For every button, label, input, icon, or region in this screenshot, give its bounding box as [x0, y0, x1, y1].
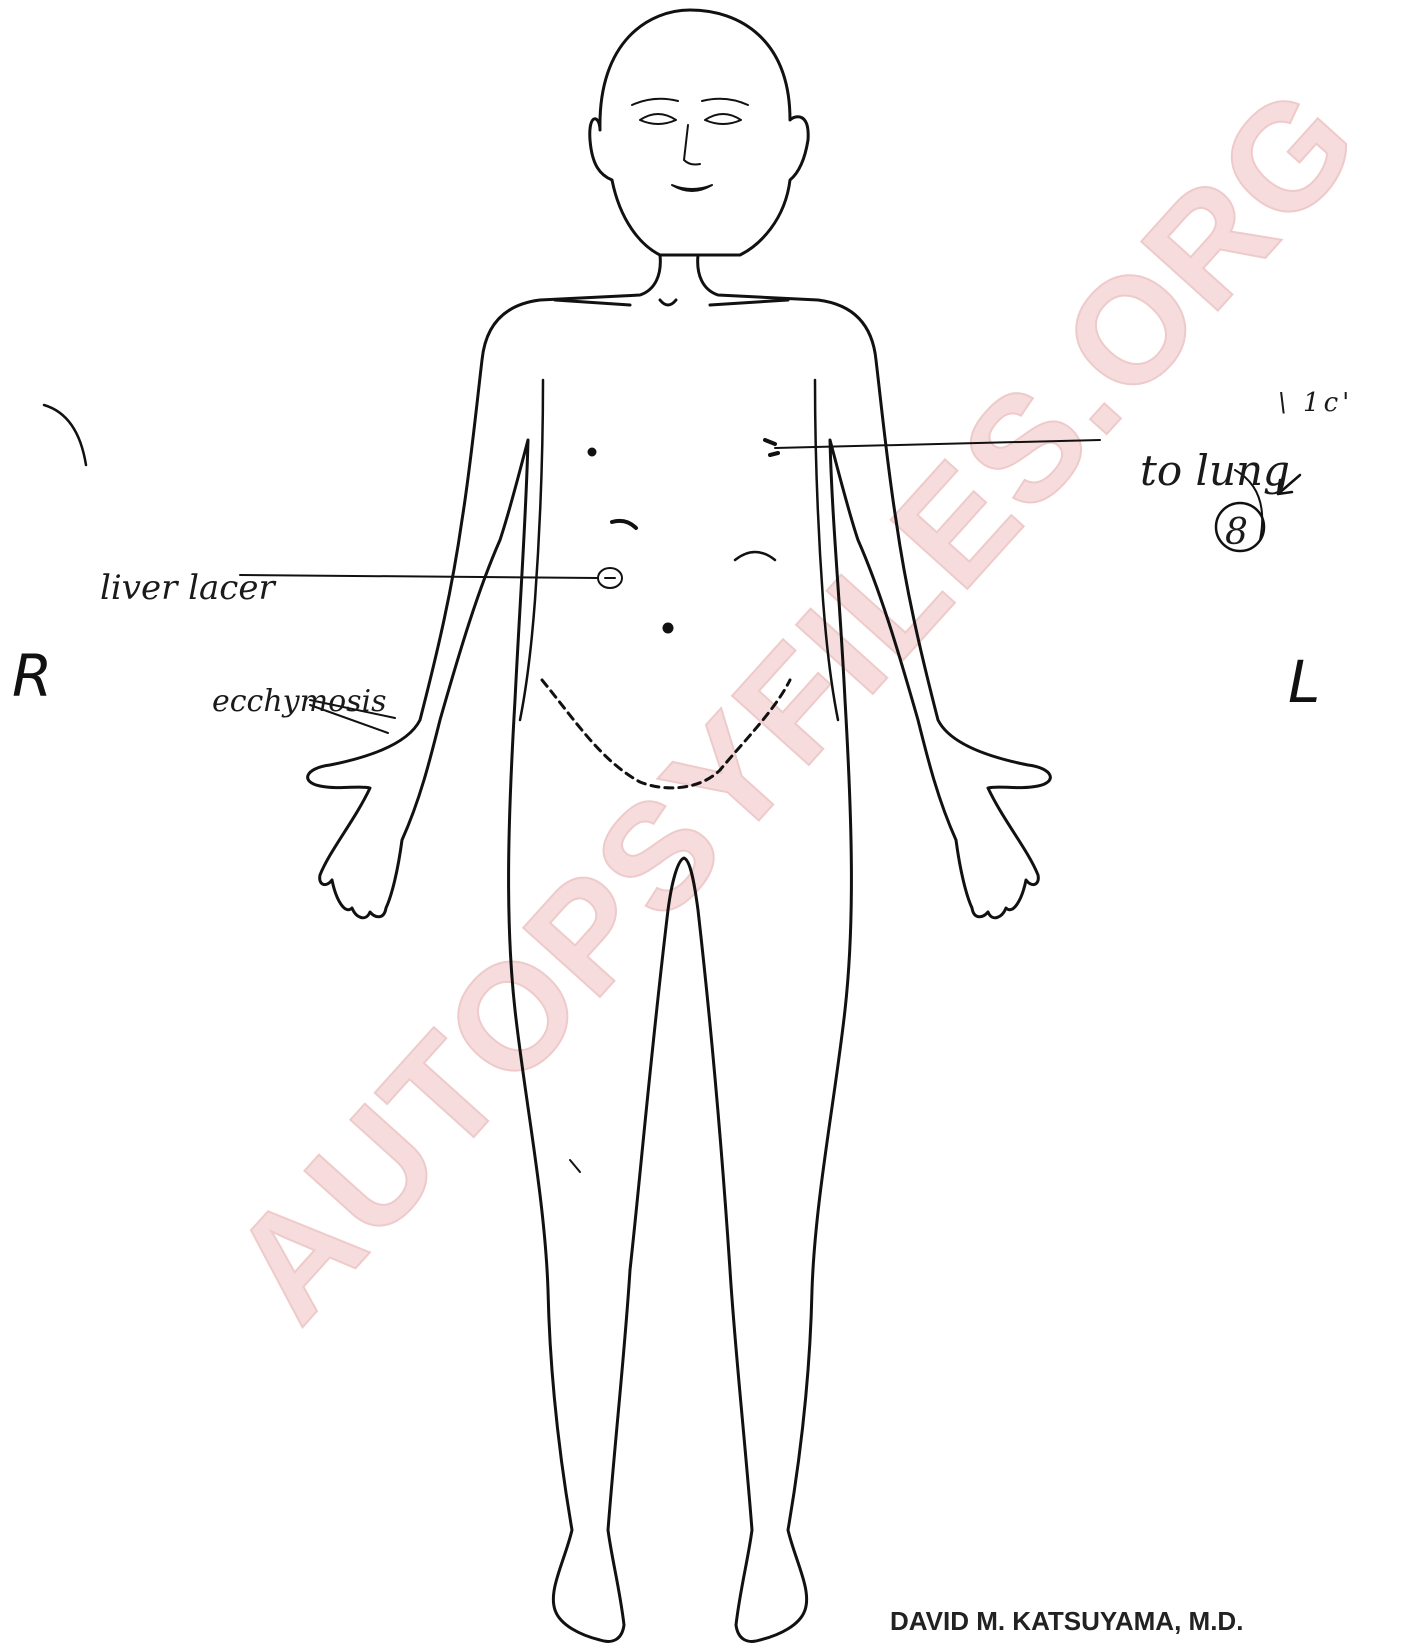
liver-wound	[598, 568, 622, 588]
ecchymosis-annotation: ecchymosis	[212, 684, 387, 719]
clavicle-line	[555, 300, 788, 305]
umbilicus	[612, 521, 636, 528]
head-outline	[590, 10, 808, 255]
physician-signature-stamp: DAVID M. KATSUYAMA, M.D.	[890, 1606, 1243, 1637]
lung-pointer-line	[775, 440, 1100, 448]
top-right-annotation: \ 1c'	[1278, 388, 1353, 418]
left-eye	[640, 114, 676, 124]
right-eye	[705, 114, 741, 124]
nose	[684, 125, 700, 165]
lower-abdomen-dot	[664, 624, 672, 632]
circled-number: 8	[1225, 512, 1248, 553]
eyebrows	[632, 99, 748, 105]
left-side-label: L	[1288, 648, 1320, 716]
body-outline	[308, 255, 1051, 1641]
mouth	[672, 185, 712, 191]
right-nipple	[589, 449, 595, 455]
pubic-dashed-line	[542, 680, 790, 788]
liver-pointer-line	[240, 575, 598, 578]
knee-mark	[570, 1160, 580, 1172]
right-side-label: R	[12, 642, 52, 710]
lung-annotation: to lung	[1140, 446, 1290, 495]
corner-mark	[44, 405, 86, 465]
left-abdomen-mark	[735, 552, 775, 560]
liver-annotation: liver lacer	[100, 568, 275, 608]
